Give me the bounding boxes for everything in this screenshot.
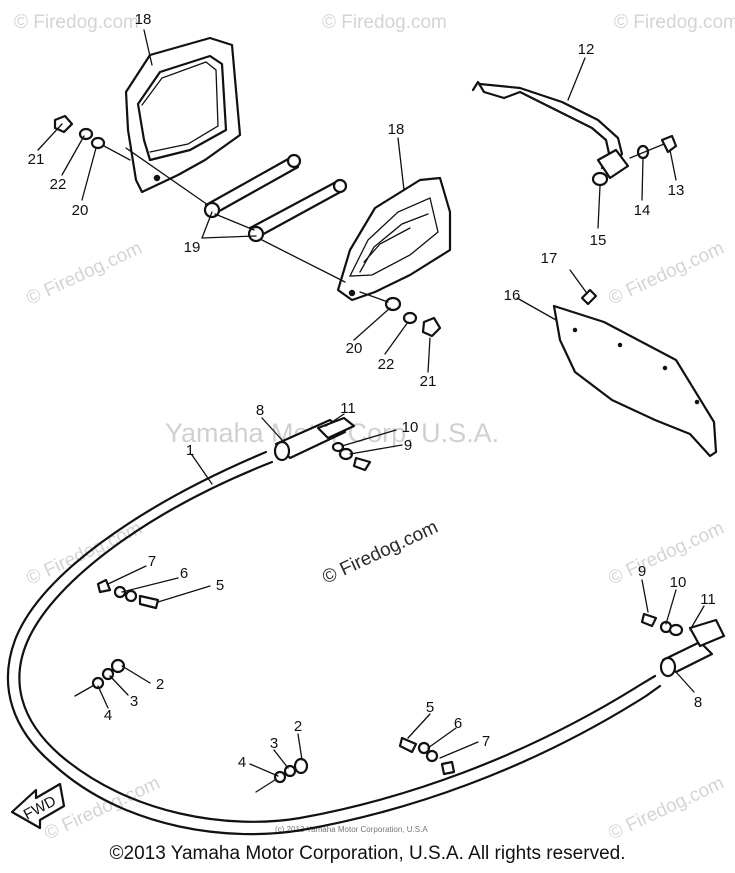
backrest-pad-right [336,176,452,302]
backrest-bracket-pair [125,147,348,283]
watermark-firedog: © Firedog.com [605,773,727,845]
watermark-firedog: © Firedog.com [605,518,727,590]
callout-11: 11 [700,591,716,608]
callout-19: 19 [184,239,201,256]
watermark-firedog: © Firedog.com [614,12,735,33]
callout-numbers: 18 18 12 21 22 20 19 20 22 21 13 14 15 1… [28,11,716,771]
hardware-upper-left [53,114,131,161]
callout-3: 3 [270,735,278,752]
fastener-set-bottom [255,736,456,793]
callout-17: 17 [541,250,558,267]
watermark-firedog: © Firedog.com [605,238,727,310]
hardware-middle [359,291,442,338]
callout-8: 8 [256,402,264,419]
bumper-tube [6,450,662,836]
callout-5: 5 [426,699,434,716]
grab-bar-bracket [471,80,678,187]
callout-6: 6 [180,565,188,582]
callout-20: 20 [346,340,363,357]
callout-18: 18 [388,121,405,138]
callout-9: 9 [404,437,412,454]
callout-12: 12 [578,41,595,58]
watermark-firedog-center: © Firedog.com [319,517,441,589]
callout-2: 2 [156,676,164,693]
callout-22: 22 [378,356,395,373]
callout-21: 21 [28,151,45,168]
callout-3: 3 [130,693,138,710]
callout-15: 15 [590,232,607,249]
watermark-firedog: © Firedog.com [23,238,145,310]
snow-flap [552,269,718,458]
watermark-firedog: © Firedog.com [14,12,139,33]
callout-5: 5 [216,577,224,594]
callout-7: 7 [482,733,490,750]
callout-6: 6 [454,715,462,732]
callout-13: 13 [668,182,685,199]
callout-2: 2 [294,718,302,735]
watermark-firedog: © Firedog.com [23,518,145,590]
copyright-notice: ©2013 Yamaha Motor Corporation, U.S.A. A… [109,843,626,864]
bumper-joint-bottom [640,612,726,678]
callout-16: 16 [504,287,521,304]
callout-11: 11 [340,400,356,417]
callout-1: 1 [186,442,194,459]
fastener-set-left [74,578,160,697]
callout-10: 10 [402,419,419,436]
callout-leaders [37,29,705,777]
callout-4: 4 [104,707,112,724]
forward-direction-arrow: FWD [10,782,66,830]
callout-21: 21 [420,373,437,390]
watermark-layer: © Firedog.com © Firedog.com © Firedog.co… [14,12,735,845]
callout-22: 22 [50,176,67,193]
backrest-pad-left [124,36,242,194]
callout-14: 14 [634,202,651,219]
watermark-tiny-copyright: (c) 2013 Yamaha Motor Corporation, U.S.A [275,825,428,834]
callout-7: 7 [148,553,156,570]
watermark-firedog: © Firedog.com [322,12,447,33]
callout-20: 20 [72,202,89,219]
callout-9: 9 [638,563,646,580]
callout-18: 18 [135,11,152,28]
callout-8: 8 [694,694,702,711]
callout-10: 10 [670,574,687,591]
callout-4: 4 [238,754,246,771]
